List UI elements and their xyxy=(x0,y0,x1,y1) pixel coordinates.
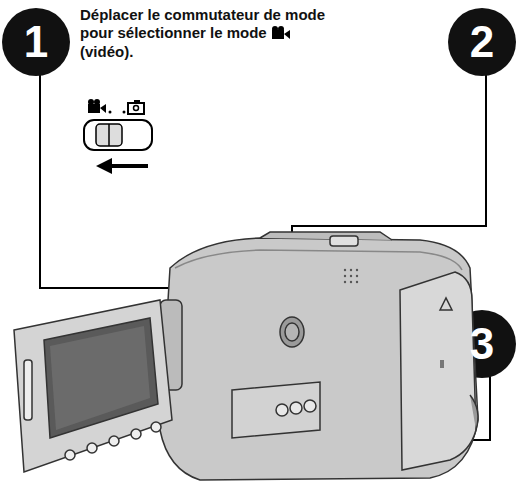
instruction-text: Déplacer le commutateur de mode pour sél… xyxy=(80,6,342,61)
callout-number: 1 xyxy=(24,20,48,64)
callout-number: 3 xyxy=(470,322,494,366)
callout-number: 2 xyxy=(470,20,494,64)
callout-circle xyxy=(448,8,516,76)
camcorder-body xyxy=(160,232,478,480)
mode-switch xyxy=(84,99,152,174)
callout-circle xyxy=(2,8,70,76)
instruction-text: (vidéo). xyxy=(80,43,133,60)
movie-icon xyxy=(271,26,291,39)
lcd-panel xyxy=(14,300,172,472)
